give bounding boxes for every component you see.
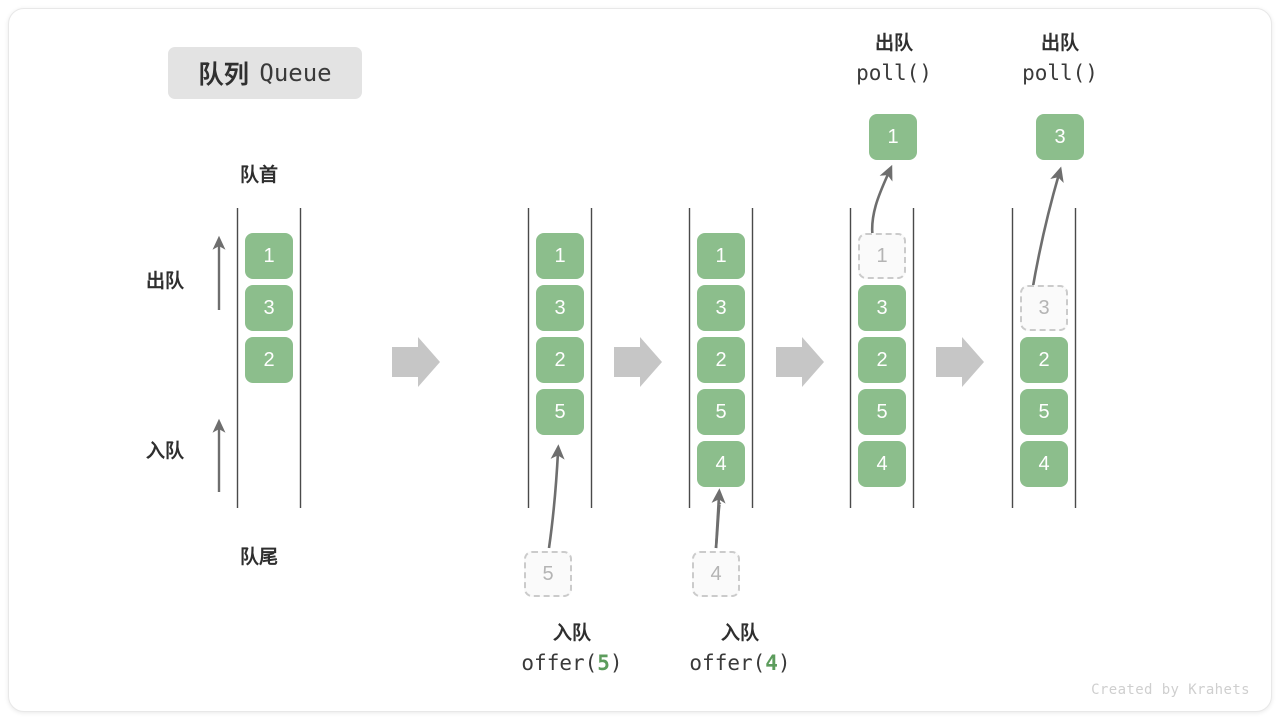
incoming-ghost-cell: 5	[524, 551, 572, 597]
queue-panel-poll-1: 1 3 2 5 4	[858, 233, 906, 487]
queue-cell: 2	[697, 337, 745, 383]
queue-cell: 5	[858, 389, 906, 435]
queue-cell: 2	[245, 337, 293, 383]
operation-cn: 出队	[1040, 33, 1079, 54]
operation-code: poll()	[856, 60, 932, 85]
queue-cell: 3	[858, 285, 906, 331]
dequeued-cell: 1	[869, 114, 917, 160]
operation-cn: 出队	[874, 33, 913, 54]
poll-3-arrow	[1030, 166, 1064, 293]
panel-rails-2	[527, 208, 593, 508]
rear-label: 队尾	[240, 547, 279, 568]
queue-panel-after-offer-4: 1 3 2 5 4	[697, 233, 745, 487]
operation-label-poll-1: 出队 poll()	[834, 30, 954, 88]
operation-label-offer-5: 入队 offer(5)	[512, 620, 632, 678]
queue-cell: 4	[858, 441, 906, 487]
title-badge: 队列 Queue	[168, 47, 362, 99]
queue-panel-initial: 1 3 2	[245, 233, 293, 383]
panel-rails-5	[1011, 208, 1077, 508]
operation-label-poll-3: 出队 poll()	[1000, 30, 1120, 88]
title-cn: 队列	[198, 61, 250, 89]
panel-rails-1	[236, 208, 302, 508]
incoming-ghost-cell: 4	[692, 551, 740, 597]
poll-1-arrow	[870, 164, 893, 241]
title-en: Queue	[259, 59, 332, 87]
step-arrow-3	[776, 337, 824, 387]
queue-cell: 1	[697, 233, 745, 279]
operation-label-offer-4: 入队 offer(4)	[680, 620, 800, 678]
queue-cell: 3	[245, 285, 293, 331]
queue-cell: 5	[536, 389, 584, 435]
operation-cn: 入队	[552, 623, 591, 644]
queue-cell: 2	[1020, 337, 1068, 383]
step-arrow-4	[936, 337, 984, 387]
queue-cell: 5	[1020, 389, 1068, 435]
queue-panel-after-offer-5: 1 3 2 5	[536, 233, 584, 435]
queue-cell: 2	[536, 337, 584, 383]
queue-panel-poll-3: 3 2 5 4	[1020, 233, 1068, 487]
queue-cell: 2	[858, 337, 906, 383]
queue-cell: 4	[1020, 441, 1068, 487]
operation-code: poll()	[1022, 60, 1098, 85]
step-arrow-1	[392, 337, 440, 387]
panel-rails-3	[688, 208, 754, 508]
dequeue-label: 出队	[146, 271, 185, 292]
offer-4-arrow	[711, 488, 726, 549]
offer-5-arrow	[547, 444, 565, 549]
enqueue-label: 入队	[146, 441, 185, 462]
queue-cell: 1	[245, 233, 293, 279]
queue-cell: 1	[536, 233, 584, 279]
operation-code: offer(5)	[521, 650, 623, 675]
queue-cell: 5	[697, 389, 745, 435]
operation-cn: 入队	[720, 623, 759, 644]
operation-code: offer(4)	[689, 650, 791, 675]
dequeued-cell: 3	[1036, 114, 1084, 160]
step-arrow-2	[614, 337, 662, 387]
watermark: Created by Krahets	[1091, 682, 1250, 698]
dequeued-ghost-cell: 1	[858, 233, 906, 279]
front-label: 队首	[240, 165, 279, 186]
panel-rails-4	[849, 208, 915, 508]
dequeued-ghost-cell: 3	[1020, 285, 1068, 331]
queue-cell: 3	[697, 285, 745, 331]
queue-cell: 3	[536, 285, 584, 331]
queue-cell: 4	[697, 441, 745, 487]
